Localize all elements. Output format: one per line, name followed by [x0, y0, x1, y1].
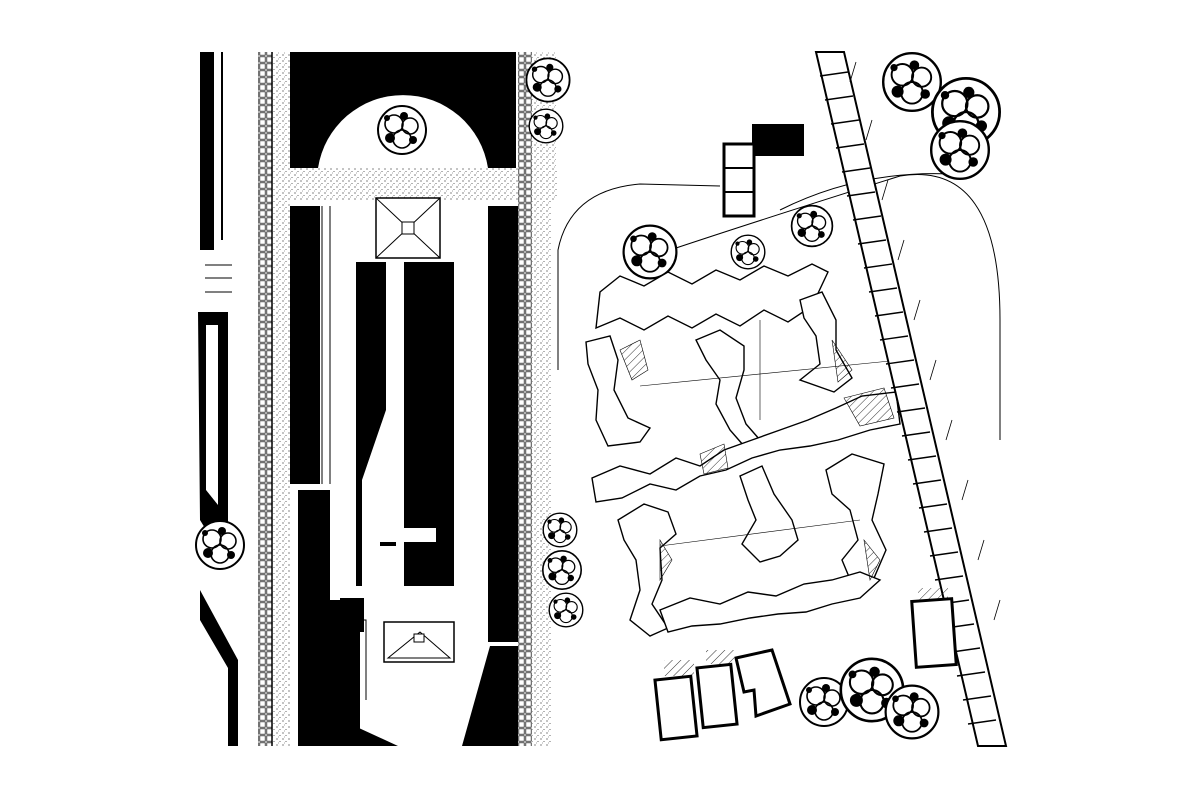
small-rectangular-buildings — [653, 597, 958, 742]
road-left — [198, 52, 238, 746]
l-shaped-building — [722, 124, 804, 218]
crosswalk-road-right — [814, 51, 1008, 747]
site-lines — [639, 320, 901, 547]
clustered-housing-blocks — [585, 263, 901, 637]
stippled-walkway — [258, 52, 558, 746]
formal-courtyard-block — [290, 52, 526, 746]
building-hatching — [664, 588, 948, 676]
housing-roof-shading — [619, 339, 895, 582]
hedge-row — [518, 52, 584, 746]
tree-left-road — [195, 520, 245, 570]
